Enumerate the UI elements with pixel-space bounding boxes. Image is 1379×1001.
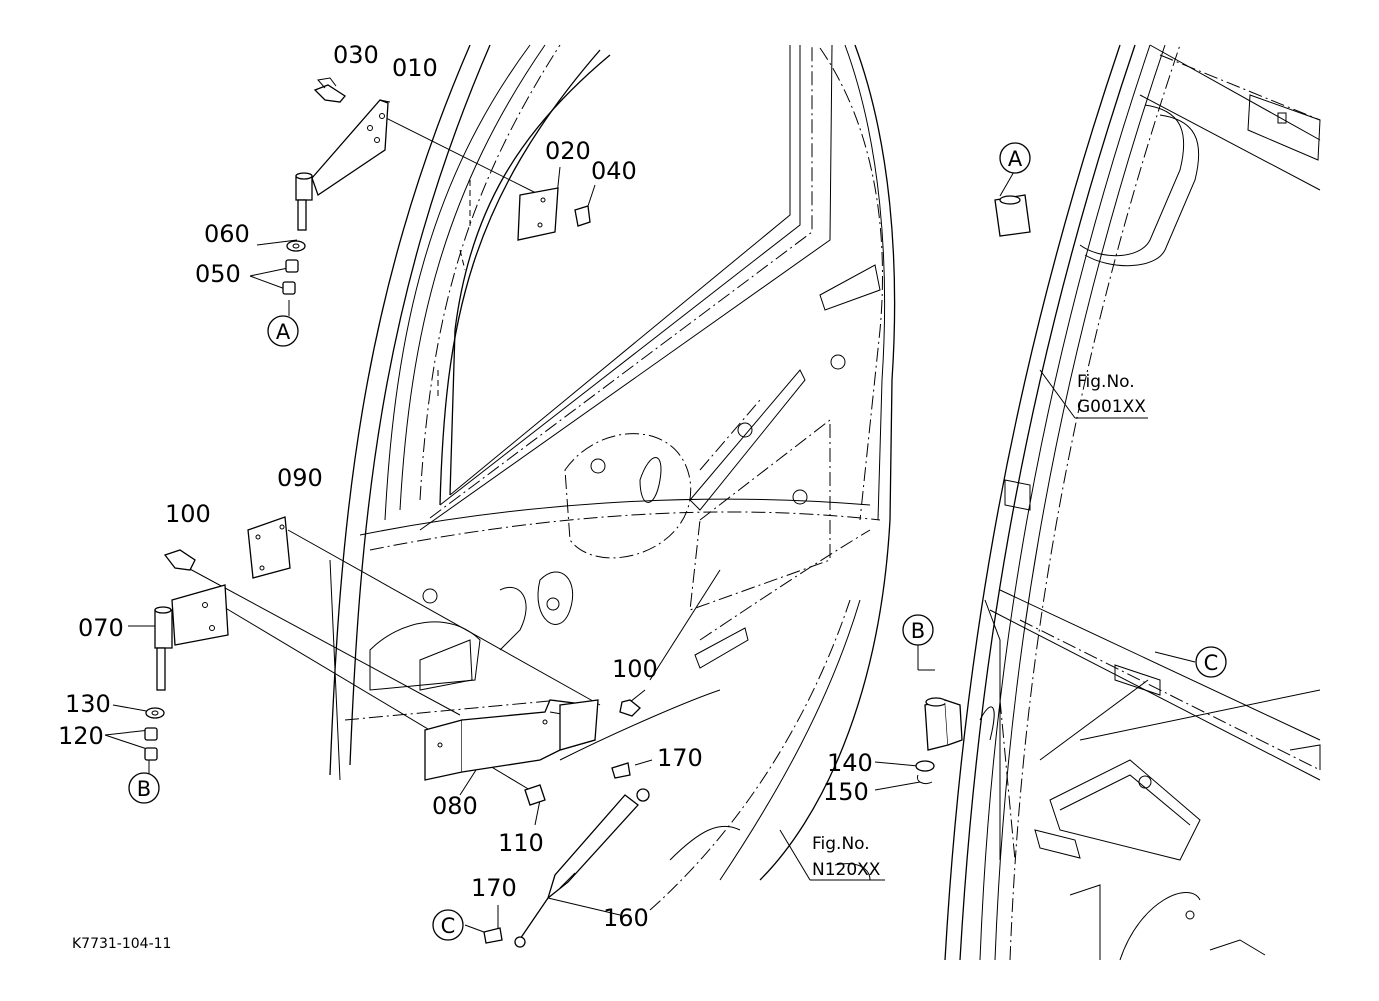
part-110-label: 110: [498, 829, 544, 857]
part-100-lower-label: 100: [612, 655, 658, 683]
door-frame-outline: [329, 44, 896, 911]
part-040-label: 040: [591, 157, 637, 185]
part-160-label: 160: [603, 904, 649, 932]
part-060-label: 060: [204, 220, 250, 248]
marker-a-left: A: [276, 320, 291, 344]
gas-strut: [483, 762, 650, 948]
fig-g-label: Fig.No.: [1077, 372, 1135, 392]
fig-n-label: Fig.No.: [812, 834, 870, 854]
part-050-label: 050: [195, 260, 241, 288]
part-030-label: 030: [333, 41, 379, 69]
leader-lines: [104, 114, 1196, 936]
upper-hinge-assembly: [282, 77, 591, 295]
part-070-label: 070: [78, 614, 124, 642]
fig-n-code: N120XX: [812, 860, 881, 880]
right-hinge-parts: [915, 194, 1031, 785]
marker-c-right: C: [1204, 651, 1219, 675]
lower-hinge-assembly: [144, 516, 641, 806]
part-170-upper-label: 170: [657, 744, 703, 772]
part-140-label: 140: [827, 749, 873, 777]
part-090-label: 090: [277, 464, 323, 492]
part-100-upper-label: 100: [165, 500, 211, 528]
part-150-label: 150: [823, 778, 869, 806]
fig-g-code: G001XX: [1077, 397, 1146, 417]
marker-b-left: B: [137, 777, 151, 801]
part-010-label: 010: [392, 54, 438, 82]
part-number-labels: 030 010 020 040 060 050 090 100 070 130 …: [58, 41, 873, 932]
part-120-label: 120: [58, 722, 104, 750]
marker-a-right: A: [1008, 147, 1023, 171]
part-130-label: 130: [65, 690, 111, 718]
part-080-label: 080: [432, 792, 478, 820]
reference-markers: A B C A B C: [128, 142, 1227, 941]
part-020-label: 020: [545, 137, 591, 165]
drawing-code: K7731-104-11: [72, 936, 171, 952]
cab-side-outline: [944, 44, 1321, 961]
marker-b-right: B: [911, 619, 925, 643]
figure-references: Fig.No. G001XX Fig.No. N120XX: [812, 372, 1146, 880]
marker-c-bottom: C: [441, 914, 456, 938]
part-170-lower-label: 170: [471, 874, 517, 902]
